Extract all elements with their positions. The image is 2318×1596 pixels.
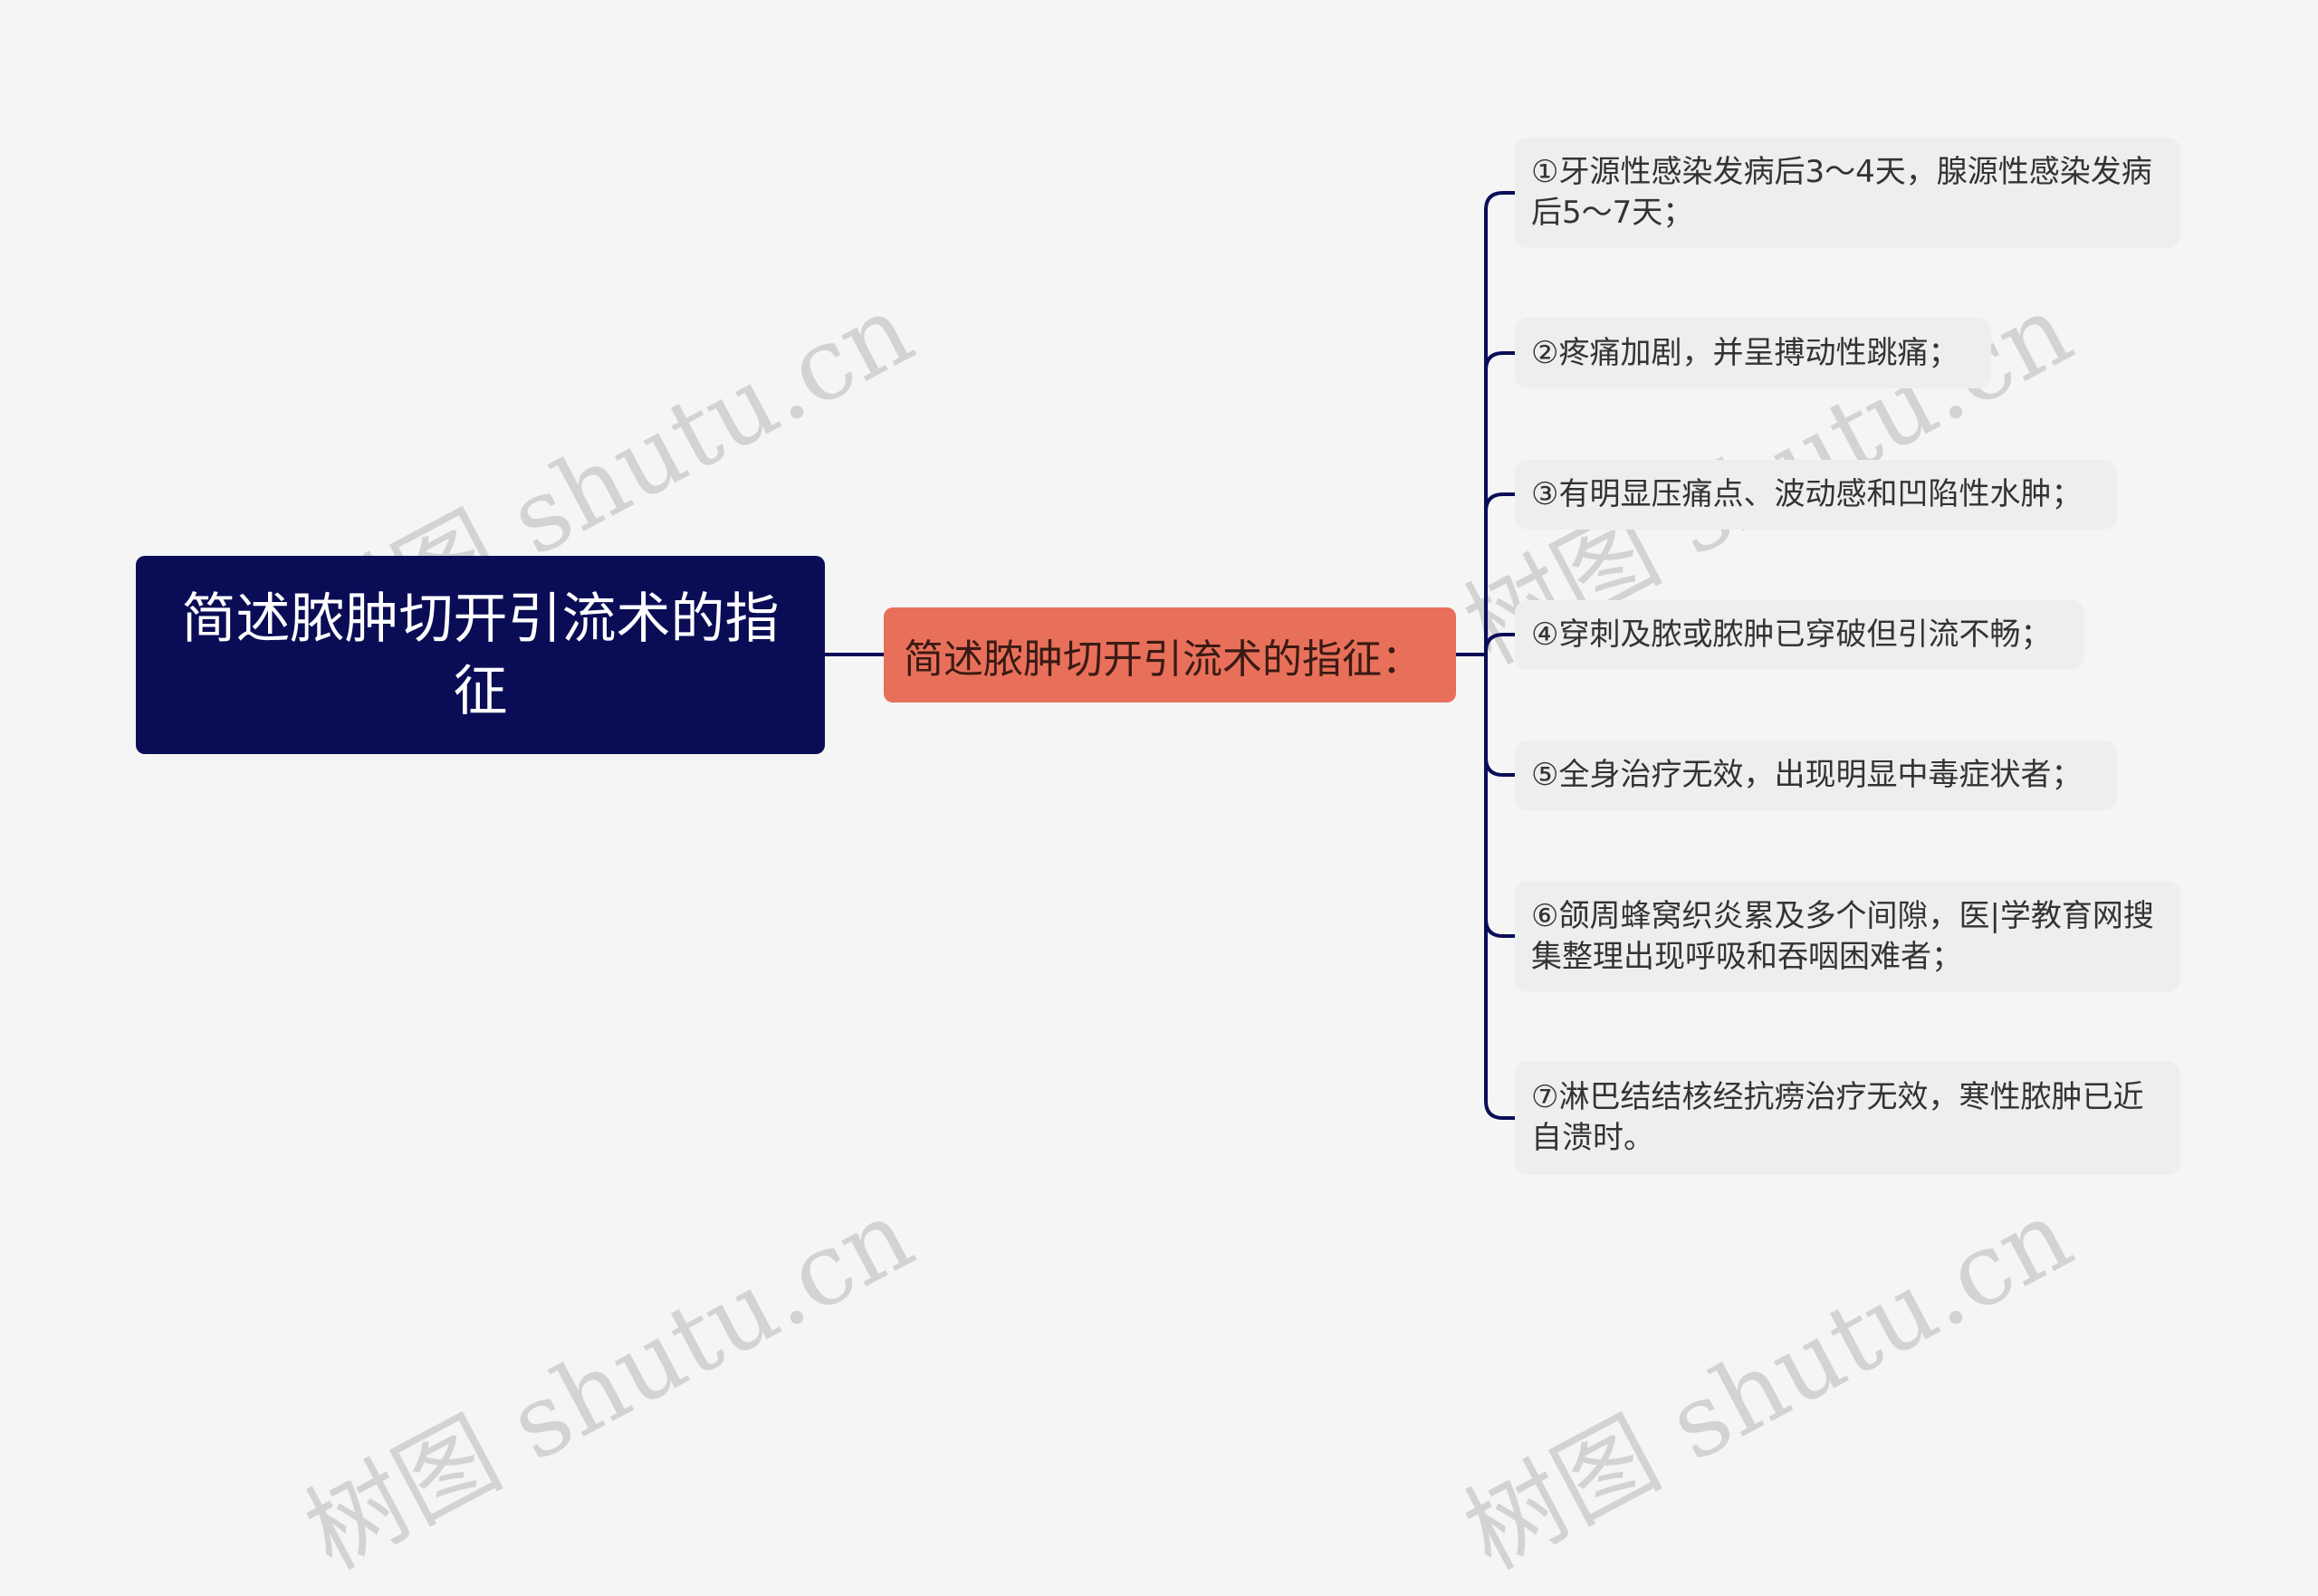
branch-connector [1484, 757, 1515, 777]
branch-spine [1484, 191, 1515, 1120]
center-topic-label: 简述脓肿切开引流术的指征： [904, 636, 1422, 683]
leaf-label: ③有明显压痛点、波动感和凹陷性水肿； [1531, 476, 2083, 512]
leaf-topic-2[interactable]: ②疼痛加剧，并呈搏动性跳痛； [1515, 318, 1991, 388]
leaf-topic-5[interactable]: ⑤全身治疗无效，出现明显中毒症状者； [1515, 741, 2117, 810]
connectors [825, 191, 1515, 1120]
leaf-label: ⑦淋巴结结核经抗痨治疗无效，寒性脓肿已近自溃时。 [1531, 1079, 2144, 1156]
leaf-label: ⑤全身治疗无效，出现明显中毒症状者； [1531, 757, 2083, 793]
leaf-label: ⑥颌周蜂窝织炎累及多个间隙，医|学教育网搜集整理出现呼吸和吞咽困难者； [1531, 897, 2154, 975]
leaf-topic-7[interactable]: ⑦淋巴结结核经抗痨治疗无效，寒性脓肿已近自溃时。 [1515, 1061, 2180, 1175]
branch-connector [1484, 918, 1515, 938]
leaf-label: ④穿刺及脓或脓肿已穿破但引流不畅； [1531, 616, 2052, 653]
root-topic[interactable]: 简述脓肿切开引流术的指征 [136, 556, 825, 754]
branch-connector [1484, 633, 1515, 653]
leaf-topic-6[interactable]: ⑥颌周蜂窝织炎累及多个间隙，医|学教育网搜集整理出现呼吸和吞咽困难者； [1515, 881, 2180, 992]
branch-connector [1484, 492, 1515, 512]
leaf-label: ②疼痛加剧，并呈搏动性跳痛； [1531, 334, 1959, 371]
center-topic[interactable]: 简述脓肿切开引流术的指征： [884, 607, 1456, 702]
leaf-topic-4[interactable]: ④穿刺及脓或脓肿已穿破但引流不畅； [1515, 600, 2084, 670]
branch-connector [1484, 351, 1515, 371]
root-topic-label: 简述脓肿切开引流术的指征 [181, 587, 780, 723]
leaf-topic-3[interactable]: ③有明显压痛点、波动感和凹陷性水肿； [1515, 460, 2117, 530]
leaf-topic-1[interactable]: ①牙源性感染发病后3～4天，腺源性感染发病后5～7天； [1515, 138, 2180, 248]
leaf-label: ①牙源性感染发病后3～4天，腺源性感染发病后5～7天； [1531, 154, 2152, 231]
